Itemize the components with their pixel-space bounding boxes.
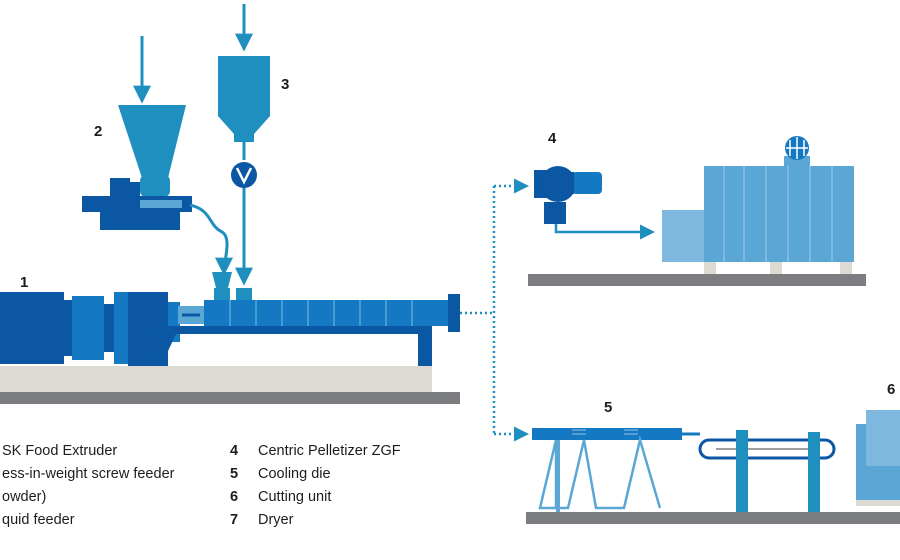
legend-text: Cutting unit — [258, 489, 332, 505]
label-2: 2 — [94, 123, 102, 140]
legend-number: 5 — [230, 466, 239, 482]
legend-text: Dryer — [258, 512, 294, 528]
legend: SK Food Extruder ess-in-weight screw fee… — [0, 443, 900, 543]
legend-item-2: ess-in-weight screw feeder — [2, 466, 174, 482]
legend-text: SK Food Extruder — [2, 443, 118, 459]
screw-feeder-2 — [82, 105, 192, 230]
legend-item-6: 6 Cutting unit — [230, 489, 450, 509]
legend-text: quid feeder — [2, 512, 75, 528]
product-flow-lines — [460, 178, 529, 442]
extruder-ground — [0, 392, 460, 404]
legend-number: 4 — [230, 443, 239, 459]
dryer-ground — [528, 274, 866, 286]
label-6: 6 — [887, 381, 895, 398]
label-5: 5 — [604, 399, 612, 416]
legend-number: 7 — [230, 512, 239, 528]
feed-arrows — [133, 4, 253, 104]
legend-item-2-cont: owder) — [2, 489, 46, 505]
conveyor — [682, 430, 836, 514]
legend-text: ess-in-weight screw feeder — [2, 466, 175, 482]
dryer-7 — [662, 136, 854, 274]
label-1: 1 — [20, 274, 28, 291]
legend-item-5: 5 Cooling die — [230, 466, 450, 486]
cooling-ground — [526, 512, 900, 524]
legend-number: 6 — [230, 489, 239, 505]
label-4: 4 — [548, 130, 557, 147]
cooling-die-5 — [532, 428, 682, 512]
legend-item-3: quid feeder — [2, 512, 75, 528]
legend-text: Cooling die — [258, 466, 331, 482]
extruder-1 — [0, 272, 460, 368]
pelletizer-4 — [534, 166, 655, 240]
extruder-base — [0, 366, 432, 392]
silo-3 — [218, 56, 270, 286]
label-3: 3 — [281, 76, 289, 93]
legend-text: Centric Pelletizer ZGF — [258, 443, 401, 459]
legend-item-7: 7 Dryer — [230, 512, 450, 532]
legend-item-1: SK Food Extruder — [2, 443, 117, 459]
legend-item-4: 4 Centric Pelletizer ZGF — [230, 443, 450, 463]
cutting-unit-6 — [856, 410, 900, 506]
feeder-pipe — [189, 203, 234, 276]
legend-text: owder) — [2, 489, 47, 505]
